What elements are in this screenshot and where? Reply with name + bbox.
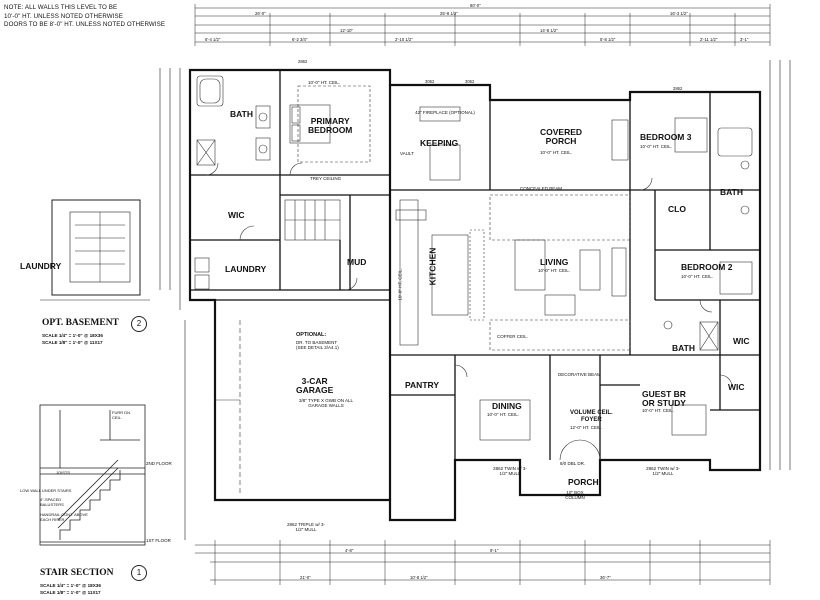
primary-bed [289, 104, 331, 144]
room-kitchen: KITCHEN [427, 247, 438, 286]
basement-scale: SCALE 1/4" = 1'-0" @ 18X36 [42, 333, 103, 338]
handrail-label: HANDRAIL CONT. ABOVE EACH RISER [40, 512, 88, 522]
dining-table [479, 399, 531, 441]
room-guest: GUEST BR OR STUDY [642, 389, 686, 408]
dim: 4'-8" [345, 548, 354, 553]
furr-note: FURR DN. CEIL. [112, 410, 132, 420]
room-wic-guest: WIC [728, 382, 745, 392]
dim-overall: 80'-0" [470, 3, 481, 8]
shower [196, 139, 216, 166]
note-line: DOORS TO BE 8'-0" HT. UNLESS NOTED OTHER… [4, 21, 166, 28]
bathtub [196, 75, 224, 107]
window-tag: 2862 [298, 59, 308, 64]
dim-top-right: 16'-3 1/2" [670, 11, 688, 16]
bed-2 [719, 261, 753, 295]
note-line: 10'-0" HT. UNLESS NOTED OTHERWISE [4, 12, 123, 20]
joists-label: JOISTS [56, 470, 71, 475]
floor-2-label: 2ND FLOOR [146, 461, 172, 466]
room-wic-2: WIC [733, 336, 750, 346]
garage-window-note: 2862 TRIPLE w/ 3-1/2" MULL [287, 522, 325, 532]
ceiling-note: 10'-0" HT. CEIL. [397, 268, 403, 301]
dim: 2'-11 1/2" [700, 37, 718, 42]
room-bedroom-3: BEDROOM 3 [640, 132, 692, 142]
stair-section-detail [39, 404, 146, 546]
window-tag: 3062 [425, 79, 435, 84]
room-porch: PORCH [568, 477, 599, 487]
room-covered-porch: COVERED PORCH [540, 127, 583, 146]
column-note: 10" BOX COLUMN [565, 490, 585, 500]
beam-note: CONCEALED BEAM [520, 186, 563, 191]
window-note: 2862 TWIN w/ 3-1/2" MULL [493, 466, 527, 476]
room-pantry: PANTRY [405, 380, 439, 390]
stair-scale: SCALE 1/8" = 1'-0" @ 11X17 [40, 590, 101, 595]
kitchen-island [431, 234, 469, 316]
room-bedroom-2: BEDROOM 2 [681, 262, 733, 272]
dim-bottom-right: 36'-7" [600, 575, 611, 580]
dim: 6'-4 1/2" [205, 37, 221, 42]
ceiling-note: 10'-0" HT. CEIL. [681, 274, 713, 279]
room-keeping: KEEPING [420, 138, 459, 148]
dim-bottom-mid: 10'-8 1/2" [410, 575, 428, 580]
dim: 6'-2 3/4" [292, 37, 308, 42]
room-bath-primary: BATH [230, 109, 253, 119]
ceiling-note: VAULT [400, 151, 414, 156]
room-closet: CLO [668, 204, 686, 214]
balusters-label: 4"-SPACED BALUSTERS [40, 497, 64, 507]
dim: 14'-8 1/2" [540, 28, 558, 33]
fireplace [419, 106, 461, 122]
dim: 5'-8 1/2" [600, 37, 616, 42]
basement-title: OPT. BASEMENT [42, 318, 119, 328]
optional-note: OPTIONAL: [296, 332, 327, 338]
room-dining: DINING [492, 401, 522, 411]
ceiling-note: 10'-0" HT. CEIL. [642, 408, 674, 413]
room-laundry: LAUNDRY [225, 264, 267, 274]
ceiling-note: 10'-0" HT. CEIL. [640, 144, 672, 149]
room-mud: MUD [347, 257, 367, 267]
note-line: NOTE: ALL WALLS THIS LEVEL TO BE [4, 4, 118, 11]
room-bath-2: BATH [672, 343, 695, 353]
ceiling-note: 12'-0" HT. CEIL. [570, 425, 602, 430]
room-living: LIVING [540, 257, 569, 267]
beam-note: DECORATIVE BEAM [558, 372, 601, 377]
room-foyer: VOLUME CEIL. FOYER [570, 410, 613, 423]
basement-scale: SCALE 1/8" = 1'-0" @ 11X17 [42, 340, 103, 345]
low-wall-label: LOW WALL UNDER STAIRS [20, 488, 72, 493]
ceiling-note: 10'-0" HT. CEIL. [308, 80, 340, 85]
optional-text: DR. TO BASEMENT (SEE DETAIL 2/A4.1) [296, 340, 339, 350]
stair-section-title: STAIR SECTION [40, 568, 114, 578]
window-tag: 3062 [465, 79, 475, 84]
room-primary-bedroom: PRIMARY BEDROOM [308, 116, 353, 135]
ceiling-note: TREY CEILING [310, 176, 342, 181]
dim: 2'-10 1/2" [395, 37, 413, 42]
dim-top-left: 26'-0" [255, 11, 266, 16]
dim-top-mid: 25'-8 1/2" [440, 11, 458, 16]
basement-detail-number: 2 [131, 316, 147, 332]
window-note: 2862 TWIN w/ 3-1/2" MULL [646, 466, 680, 476]
guest-bed [671, 404, 707, 436]
stairs [284, 199, 341, 241]
basement-detail-outline [51, 199, 141, 296]
basement-laundry-label: LAUNDRY [20, 261, 62, 271]
room-garage: 3-CAR GARAGE [296, 376, 334, 395]
room-wic-primary: WIC [228, 210, 245, 220]
ceiling-note: 10'-0" HT. CEIL. [538, 268, 570, 273]
floor-1-label: 1ST FLOOR [146, 538, 171, 543]
dim: 9'-1" [490, 548, 499, 553]
ceiling-note: 10'-0" HT. CEIL. [487, 412, 519, 417]
garage-note: 3/8" TYPE X GWB ON ALL GARAGE WALLS [298, 398, 354, 408]
window-tag: 2862 [673, 86, 683, 91]
fireplace-note: 42" FIREPLACE (OPTIONAL) [415, 110, 475, 115]
door-note: 8/0 DBL DR. [560, 461, 586, 466]
stair-scale: SCALE 1/4" = 1'-0" @ 18X36 [40, 583, 101, 588]
dim: 12'-10" [340, 28, 353, 33]
dim-bottom-left: 21'-0" [300, 575, 311, 580]
general-notes: NOTE: ALL WALLS THIS LEVEL TO BE 10'-0" … [4, 4, 194, 30]
ceiling-note: COFFER CEIL. [497, 334, 529, 339]
ceiling-note: 10'-0" HT. CEIL. [540, 150, 572, 155]
stair-detail-number: 1 [131, 565, 147, 581]
dim: 3'-1" [740, 37, 749, 42]
room-bath-3: BATH [720, 187, 743, 197]
bed-3 [674, 117, 708, 153]
